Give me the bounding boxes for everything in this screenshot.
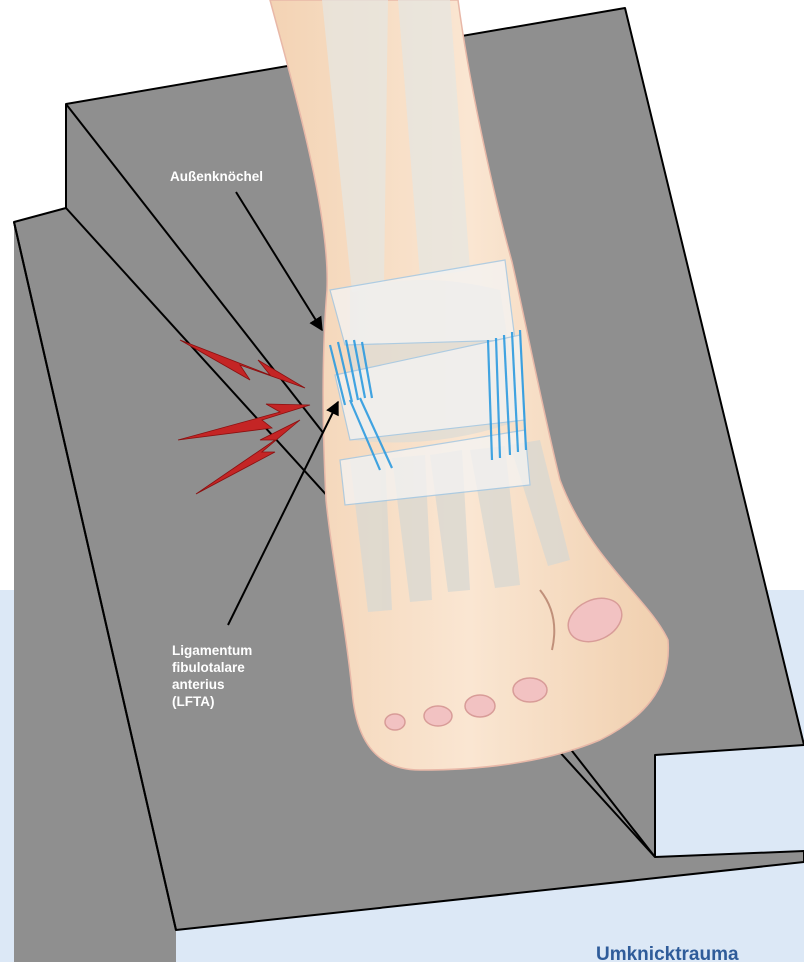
label-ligament: Ligamentum fibulotalare anterius (LFTA) <box>172 642 252 710</box>
label-ligament-line-4: (LFTA) <box>172 693 252 710</box>
tape-bandage <box>330 260 530 505</box>
label-lateral-malleolus: Außenknöchel <box>170 168 263 185</box>
figure-caption: Umknicktrauma <box>596 944 739 966</box>
label-ligament-line-2: fibulotalare <box>172 659 252 676</box>
label-lateral-malleolus-text: Außenknöchel <box>170 168 263 185</box>
label-ligament-line-3: anterius <box>172 676 252 693</box>
label-ligament-line-1: Ligamentum <box>172 642 252 659</box>
